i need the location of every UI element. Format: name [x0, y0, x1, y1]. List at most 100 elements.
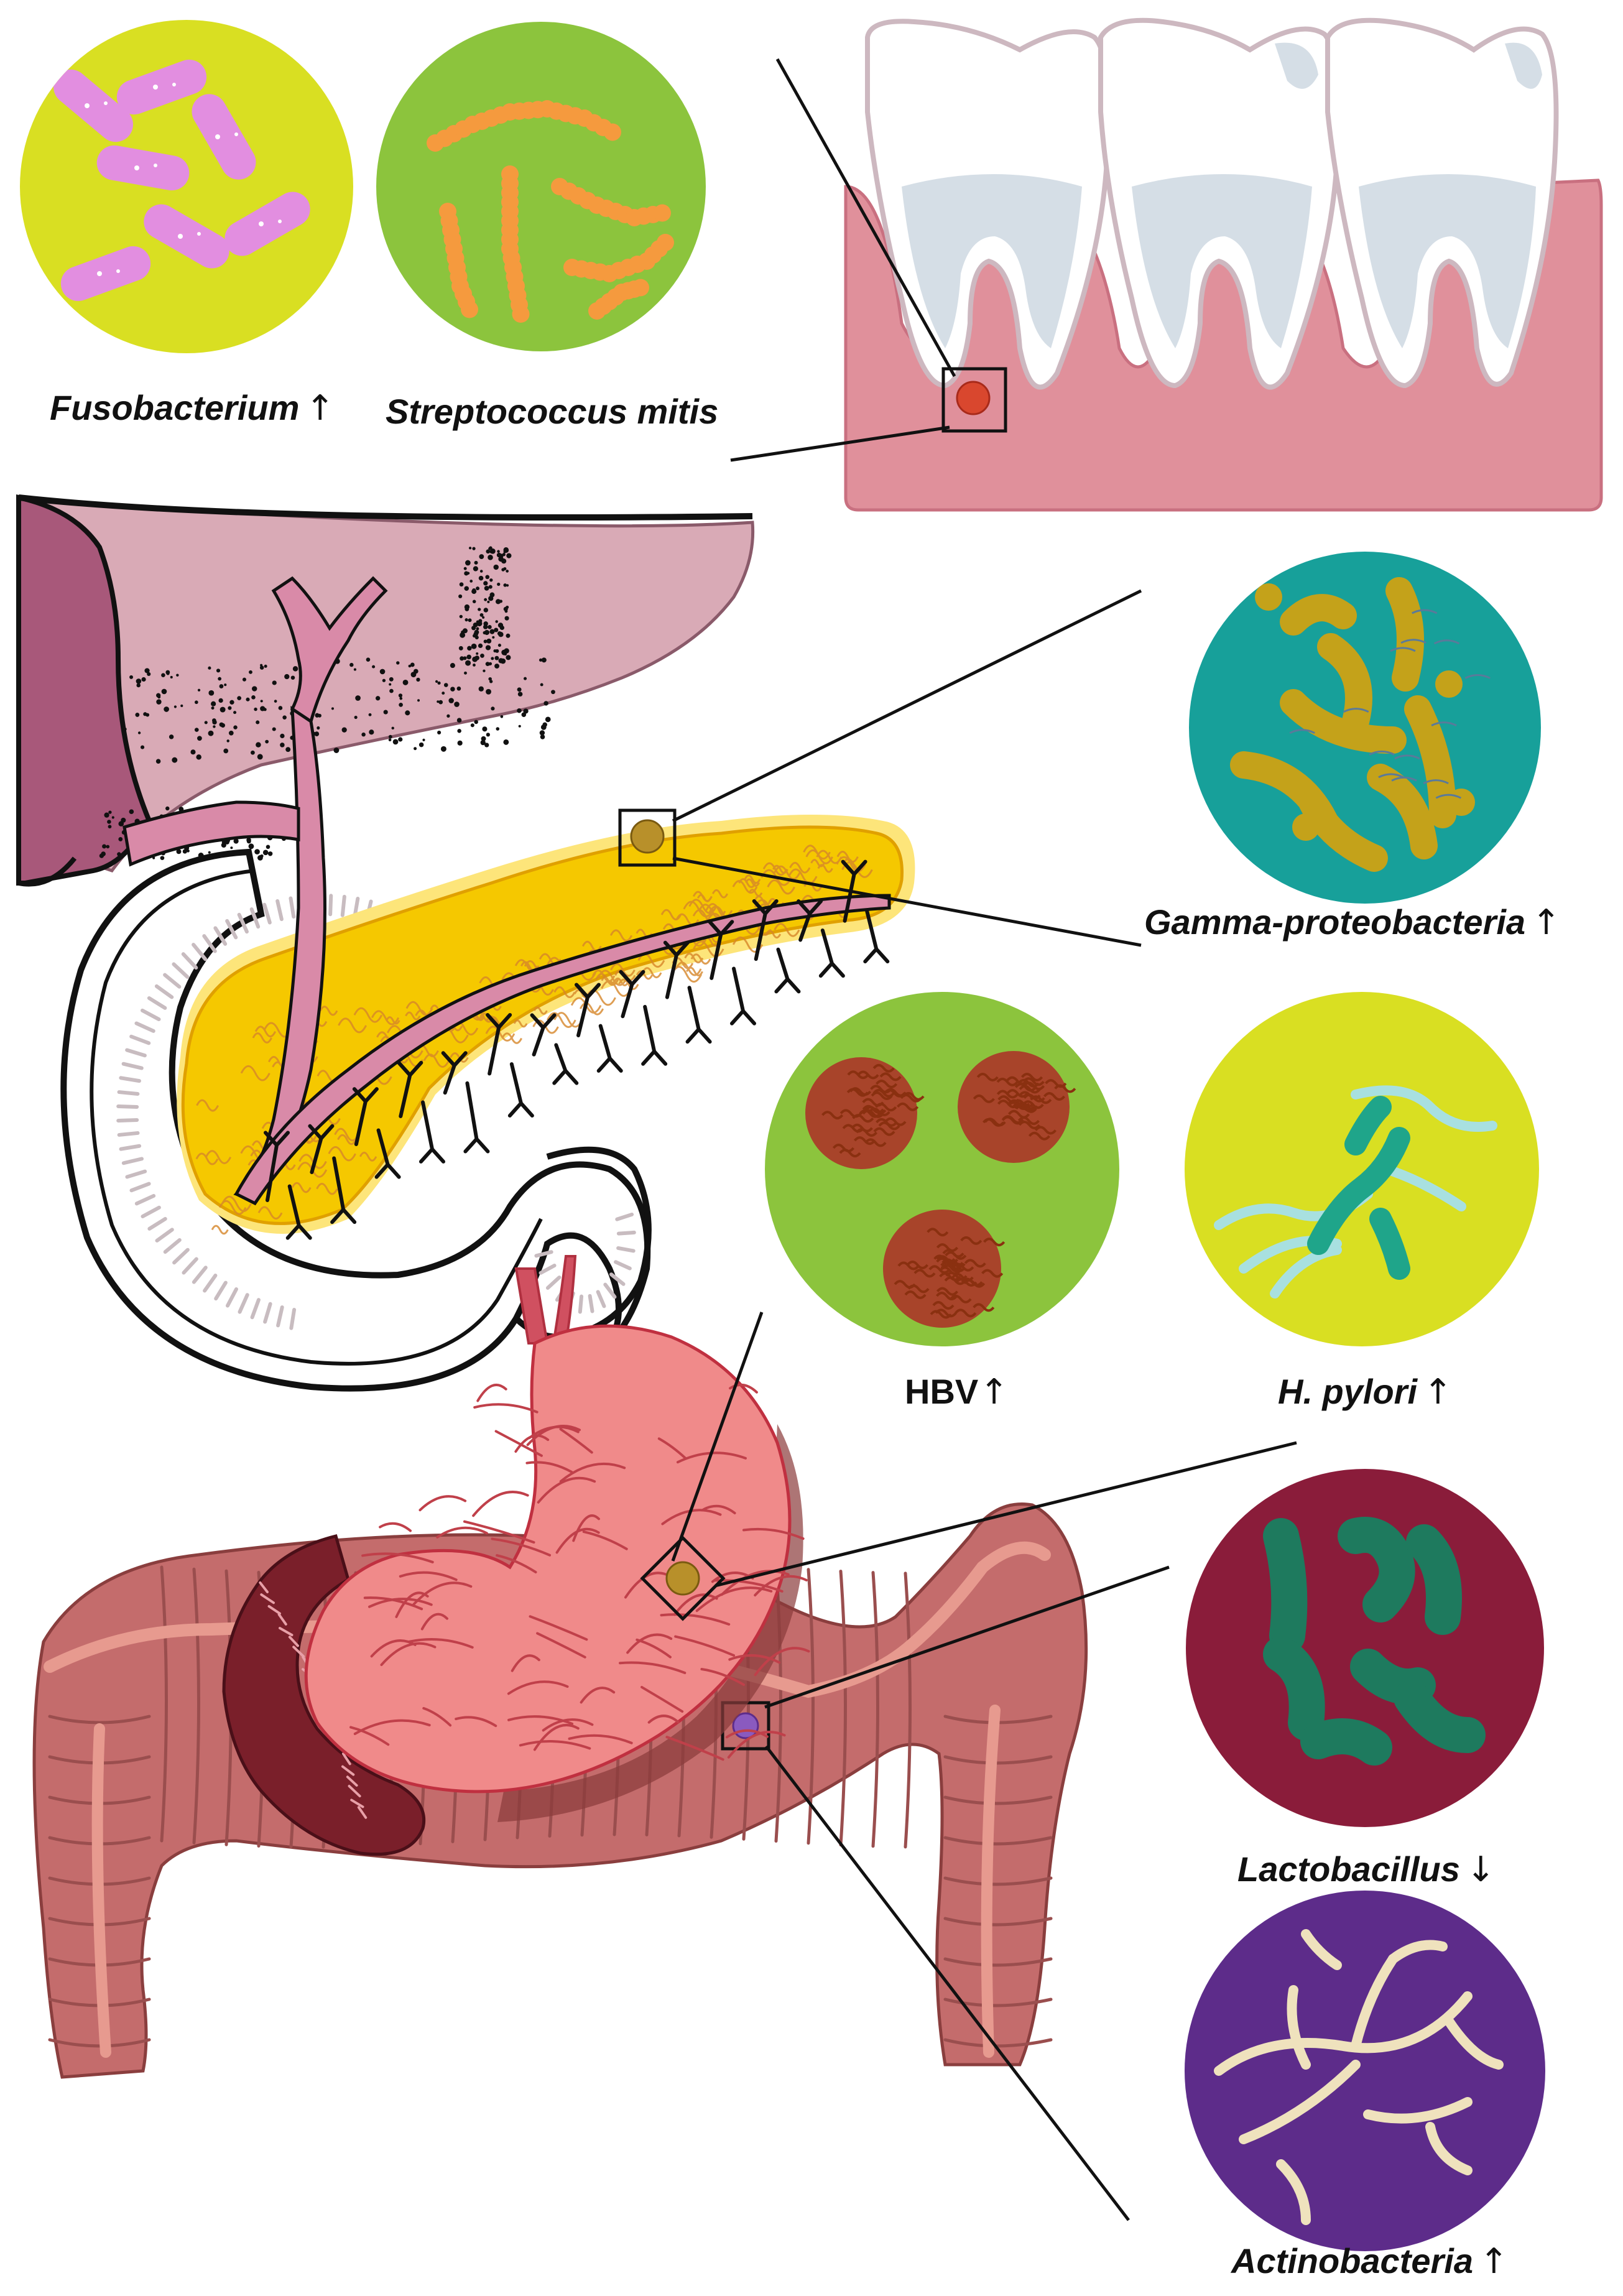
rod-cell — [1300, 1718, 1392, 1766]
ruga — [626, 1633, 673, 1654]
fold — [603, 1282, 617, 1299]
stipple-dot — [102, 844, 107, 849]
stipple-dot — [491, 706, 495, 711]
duct-branch — [463, 1081, 490, 1154]
stipple-dot — [118, 837, 123, 841]
fold — [609, 1272, 626, 1286]
duct-branch — [596, 1024, 623, 1073]
duct-branch — [685, 986, 712, 1044]
coccoid-form — [1435, 670, 1463, 698]
stipple-dot — [218, 698, 223, 703]
virion-texture — [1028, 1131, 1051, 1141]
lobule — [660, 909, 682, 920]
stipple-dot — [173, 705, 177, 708]
gamma-cells — [1230, 577, 1491, 872]
stipple-dot — [483, 624, 488, 629]
label-hbv: HBV↑ — [905, 1374, 1009, 1410]
stipple-dot — [136, 683, 141, 688]
fold — [181, 952, 198, 970]
stipple-dot — [540, 683, 543, 687]
stipple-dot — [438, 700, 443, 705]
ruga — [572, 1514, 600, 1542]
stipple-dot — [497, 582, 501, 586]
virion-texture — [906, 1261, 929, 1269]
stipple-dot — [500, 715, 504, 718]
ruga — [361, 1552, 434, 1563]
stipple-dot — [476, 652, 479, 655]
virion-texture — [944, 1276, 966, 1285]
actinobacteria-circle — [1185, 1891, 1545, 2251]
connector-lines — [671, 58, 1297, 2221]
stipple-dot — [265, 739, 269, 744]
label-streptococcus: Streptococcus mitis — [386, 394, 718, 429]
curved-rod — [1280, 594, 1357, 636]
flagellum — [1464, 674, 1491, 679]
colon-taenia-left — [91, 1723, 111, 2058]
stipple-dot — [470, 723, 474, 728]
virion-texture — [936, 1287, 959, 1296]
stipple-dot — [460, 632, 466, 638]
liver-outline — [18, 494, 753, 521]
label-lactobacillus: Lactobacillus↓ — [1237, 1852, 1496, 1887]
ruga — [619, 1661, 687, 1675]
pancreas-sample-box — [618, 808, 677, 867]
rod-cell — [1263, 1518, 1308, 1654]
stipple-dot — [499, 625, 504, 631]
stipple-dot — [392, 739, 399, 745]
virion-texture — [1001, 1116, 1024, 1125]
stipple-dot — [486, 549, 491, 554]
lobule — [291, 1182, 312, 1193]
ruga — [742, 1527, 805, 1540]
virion-texture — [973, 1094, 995, 1103]
stipple-dot — [416, 677, 420, 682]
stipple-dot — [282, 715, 287, 720]
spiral-cell — [1344, 1096, 1392, 1155]
ruga — [582, 1530, 628, 1550]
virion-texture — [950, 1294, 972, 1303]
stipple-dot — [262, 849, 269, 856]
virion-texture — [936, 1243, 959, 1252]
stipple-dot — [229, 700, 234, 705]
stipple-dot — [506, 655, 511, 660]
stipple-dot — [506, 633, 511, 638]
stipple-dot — [366, 657, 371, 662]
flagellum — [1394, 754, 1420, 760]
teeth-gum-illustration — [844, 17, 1603, 512]
stipple-dot — [259, 665, 264, 670]
spleen-line — [288, 1636, 299, 1647]
fold — [116, 1118, 139, 1123]
stipple-dot — [517, 687, 522, 692]
stipple-dot — [480, 739, 486, 746]
ruga — [729, 1383, 758, 1394]
virion-texture — [871, 1091, 893, 1101]
cell-spot — [234, 132, 238, 136]
stipple-dot — [498, 658, 504, 664]
colon-taenia-right — [981, 1705, 1001, 2058]
fold — [182, 1257, 198, 1275]
stipple-dot — [143, 712, 147, 716]
lobule — [501, 1032, 522, 1044]
stipple-dot — [457, 729, 461, 733]
stipple-dot — [497, 550, 500, 553]
duct-branch — [308, 1124, 335, 1174]
stipple-dot — [493, 649, 497, 653]
lobule — [690, 953, 711, 965]
lobule — [748, 889, 763, 897]
lobule — [338, 1017, 368, 1034]
fold — [225, 1287, 238, 1308]
duct-branch — [552, 1043, 579, 1085]
rod-cell — [192, 94, 256, 180]
hypha — [1351, 1954, 1398, 2051]
ruga — [528, 1425, 580, 1440]
stipple-dot — [341, 727, 347, 733]
virion-texture — [864, 1138, 887, 1147]
stipple-dot — [144, 668, 150, 674]
stipple-dot — [484, 743, 489, 748]
ruga — [496, 1554, 537, 1574]
flagellum — [1431, 721, 1457, 726]
tooth-1-shade — [902, 174, 1082, 348]
lobule — [765, 930, 782, 939]
ruga — [455, 1716, 497, 1728]
haustra-line — [871, 1571, 879, 1848]
duct-branch — [708, 920, 734, 980]
